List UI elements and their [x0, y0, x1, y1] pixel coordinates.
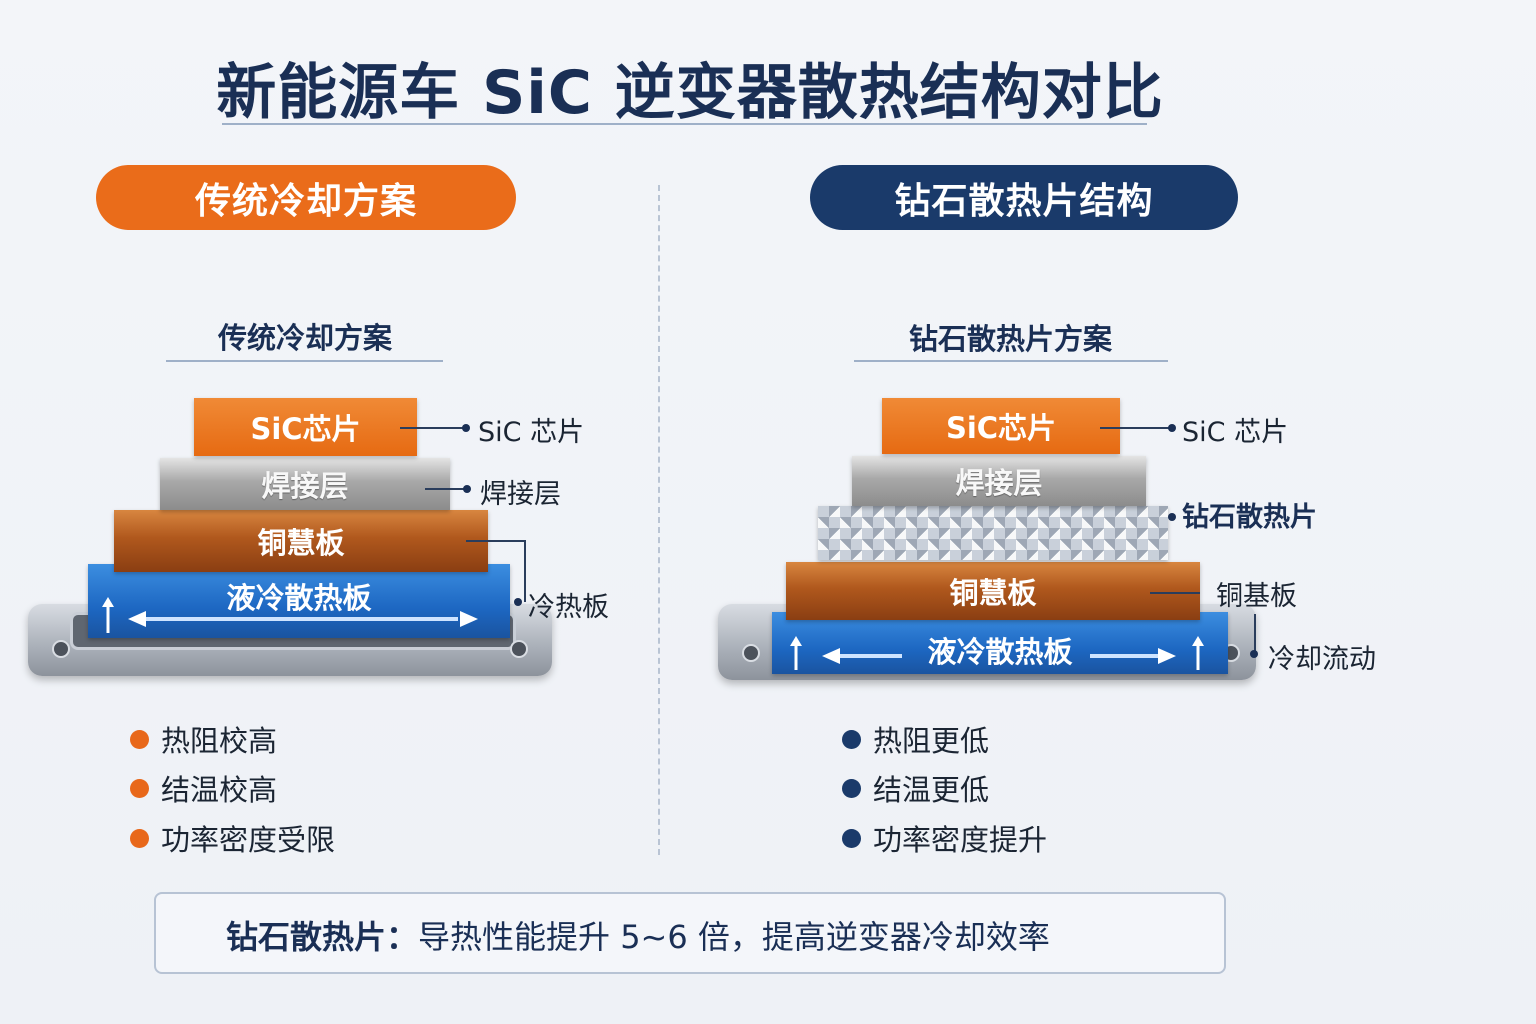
- right-flow-leader-dot: [1250, 650, 1258, 658]
- left-bullet-1: 热阻校高: [130, 718, 277, 760]
- left-cold-leader-dot: [514, 598, 522, 606]
- right-cold-plate: 液冷散热板: [772, 612, 1228, 674]
- right-chip-leader-dot: [1168, 424, 1176, 432]
- left-solder-leader-dot: [463, 485, 471, 493]
- center-divider: [658, 185, 660, 855]
- left-subtitle: 传统冷却方案: [217, 321, 392, 355]
- right-mount-hole-1: [742, 644, 760, 662]
- summary-text: 钻石散热片：导热性能提升 5~6 倍，提高逆变器冷却效率: [226, 912, 1050, 958]
- right-solder-layer: 焊接层: [852, 456, 1146, 506]
- right-copper-leader: [1150, 592, 1200, 594]
- left-mount-hole-2: [510, 640, 528, 658]
- left-bullet-text: 结温校高: [161, 773, 278, 807]
- left-bullet-2: 结温校高: [130, 767, 277, 809]
- right-copper-label: 铜慧板: [949, 576, 1037, 610]
- right-flow-callout: 冷却流动: [1268, 644, 1376, 675]
- right-bullet-dot: [842, 828, 861, 848]
- right-diamond-callout: 钻石散热片: [1182, 502, 1317, 533]
- right-bullet-dot: [842, 778, 861, 798]
- summary-label: 钻石散热片：: [226, 918, 419, 956]
- left-sic-chip: SiC芯片: [194, 398, 417, 456]
- right-cold-plate-label: 液冷散热板: [927, 635, 1073, 669]
- right-copper-callout: 铜基板: [1216, 581, 1297, 612]
- left-chip-leader: [400, 427, 464, 429]
- diamond-heatsink-pill: 钻石散热片结构: [810, 165, 1238, 230]
- right-bullet-2: 结温更低: [842, 767, 989, 809]
- left-flow-arrows: [102, 597, 478, 633]
- left-bullet-3: 功率密度受限: [130, 817, 335, 859]
- title-underline: [222, 123, 1147, 125]
- right-copper-layer: 铜慧板: [786, 562, 1200, 620]
- left-solder-label: 焊接层: [261, 469, 349, 503]
- summary-box: [154, 892, 1226, 974]
- right-solder-label: 焊接层: [955, 466, 1043, 500]
- right-sic-chip: SiC芯片: [882, 398, 1120, 454]
- right-chip-label: SiC芯片: [945, 411, 1057, 445]
- summary-body: 导热性能提升 5~6 倍，提高逆变器冷却效率: [418, 918, 1050, 956]
- left-copper-label: 铜慧板: [257, 526, 345, 560]
- left-bullet-text: 热阻校高: [161, 724, 278, 758]
- left-bullet-dot: [130, 778, 149, 798]
- right-flow-leader-v: [1254, 614, 1256, 654]
- right-bullet-1: 热阻更低: [842, 718, 989, 760]
- left-subtitle-rule: [166, 360, 443, 362]
- left-chip-callout: SiC 芯片: [478, 417, 585, 448]
- right-diamond-heatsink-layer: [818, 506, 1168, 560]
- right-diamond-leader-dot: [1168, 513, 1176, 521]
- left-cold-callout: 冷热板: [528, 592, 609, 623]
- left-cold-plate: 液冷散热板: [88, 564, 510, 638]
- left-bullet-text: 功率密度受限: [161, 823, 336, 857]
- right-chip-callout: SiC 芯片: [1182, 417, 1289, 448]
- right-bullet-text: 功率密度提升: [873, 823, 1048, 857]
- right-bullet-3: 功率密度提升: [842, 817, 1047, 859]
- left-mount-hole-1: [52, 640, 70, 658]
- left-chip-leader-dot: [462, 424, 470, 432]
- right-subtitle-rule: [854, 360, 1168, 362]
- right-bullet-text: 热阻更低: [873, 724, 990, 758]
- left-cold-plate-label: 液冷散热板: [226, 581, 372, 615]
- left-solder-leader: [425, 488, 465, 490]
- left-chip-label: SiC芯片: [250, 412, 361, 446]
- left-cold-leader-h: [466, 540, 526, 542]
- left-solder-callout: 焊接层: [480, 479, 561, 510]
- right-bullet-text: 结温更低: [873, 773, 990, 807]
- right-bullet-dot: [842, 729, 861, 749]
- left-copper-layer: 铜慧板: [114, 510, 488, 572]
- left-bullet-dot: [130, 729, 149, 749]
- right-subtitle: 钻石散热片方案: [908, 322, 1112, 356]
- left-bullet-dot: [130, 828, 149, 848]
- left-cold-leader-v: [524, 540, 526, 602]
- page-title: 新能源车 SiC 逆变器散热结构对比: [216, 58, 1164, 128]
- traditional-cooling-pill: 传统冷却方案: [96, 165, 516, 230]
- right-chip-leader: [1100, 427, 1170, 429]
- left-solder-layer: 焊接层: [160, 458, 450, 510]
- right-flow-arrows: [790, 636, 1204, 670]
